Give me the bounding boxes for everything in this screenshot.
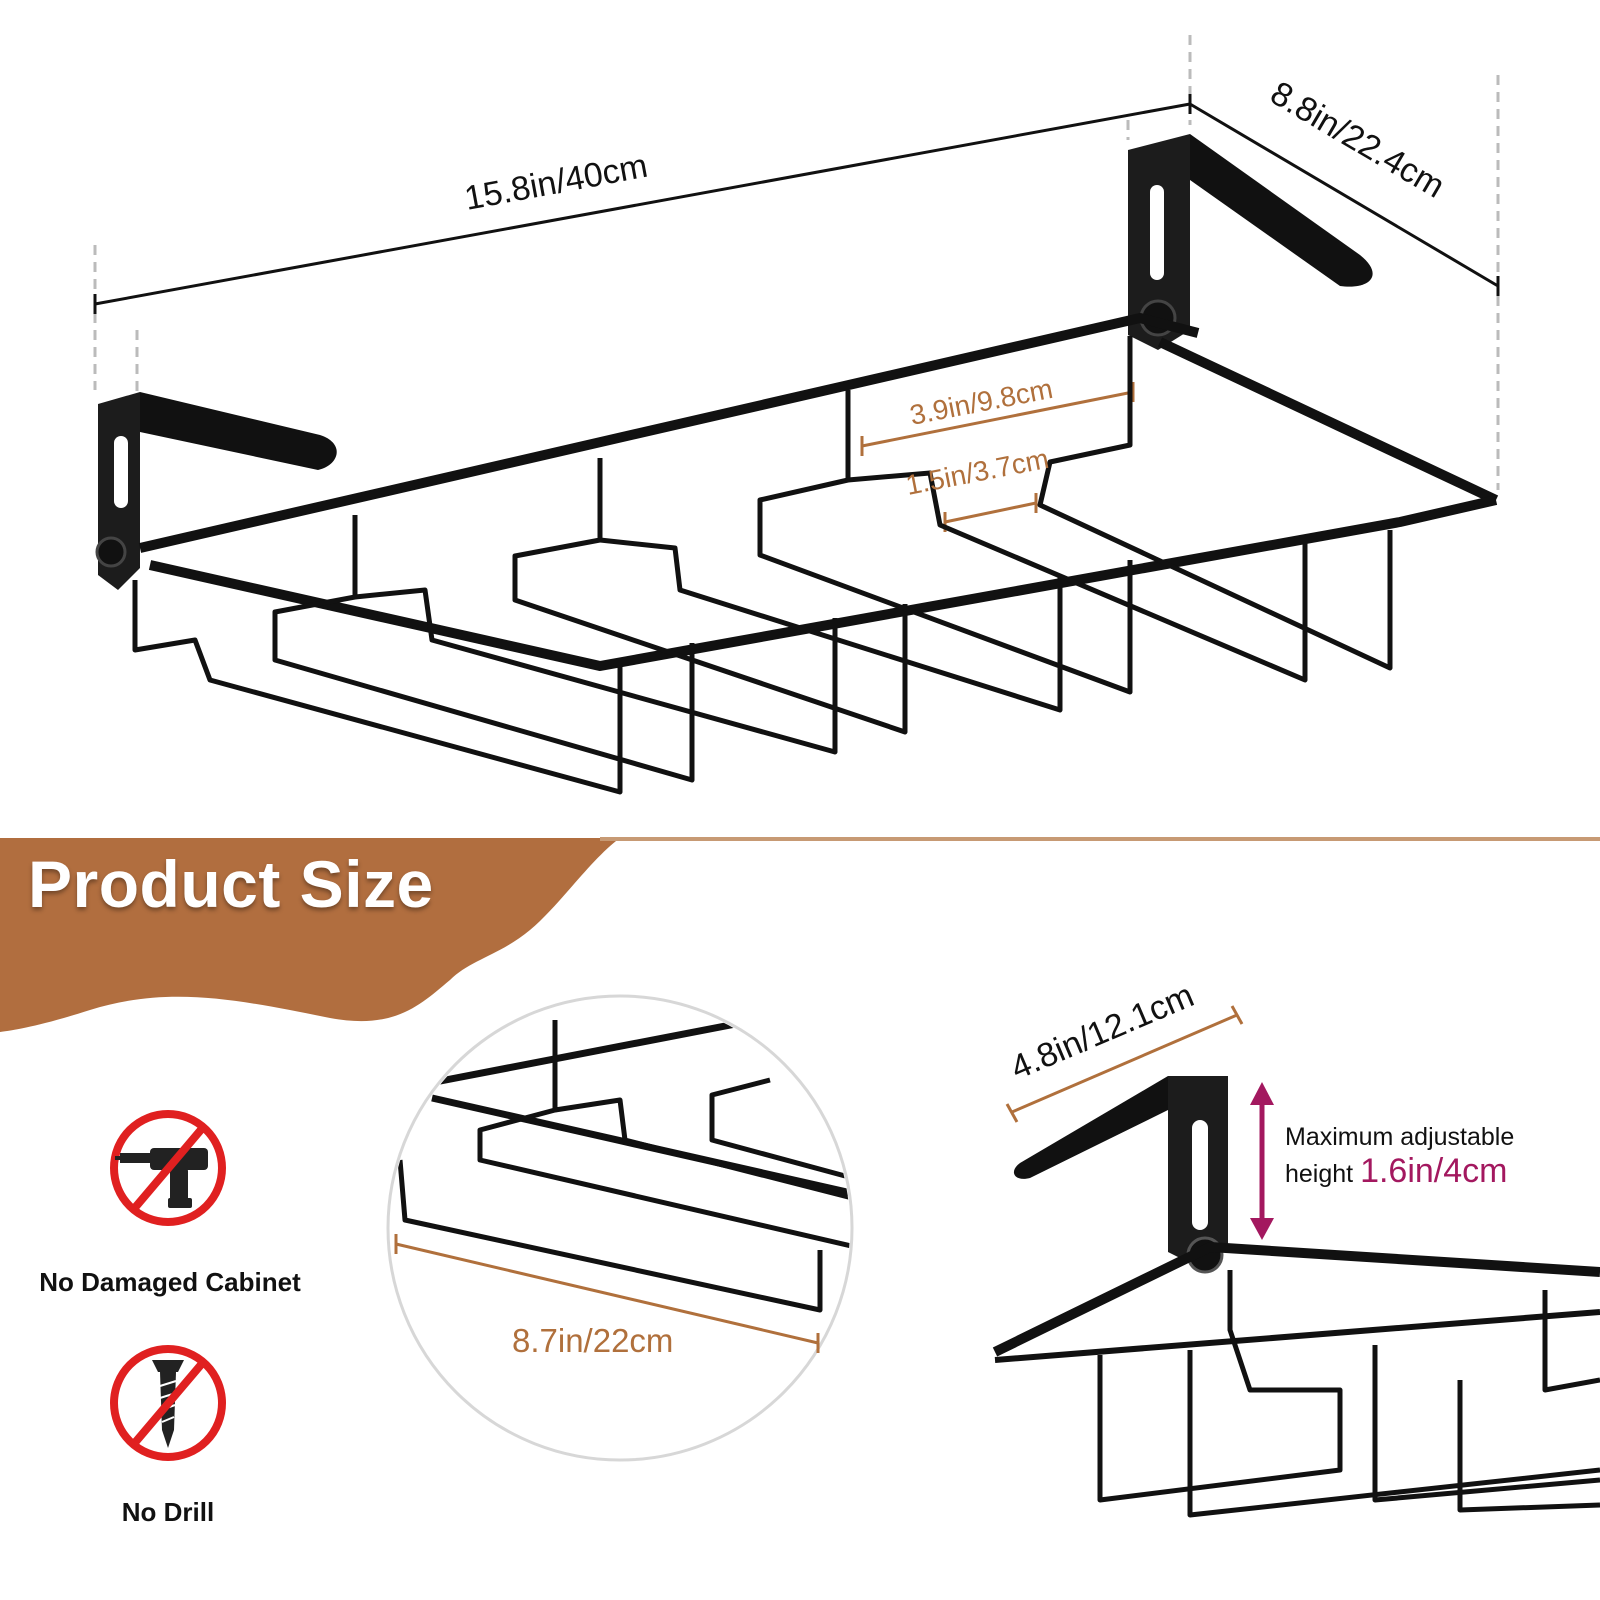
section-title: Product Size xyxy=(28,847,434,921)
adjustable-height-text: Maximum adjustable height 1.6in/4cm xyxy=(1285,1120,1514,1191)
adjustable-line1: Maximum adjustable xyxy=(1285,1123,1515,1151)
feature-label-no-damaged-cabinet: No Damaged Cabinet xyxy=(39,1267,301,1297)
feature-label-no-drill: No Drill xyxy=(121,1497,215,1527)
arm-length-dimension: 8.7in/22cm xyxy=(512,1322,673,1359)
adjustable-height-value: 1.6in/4cm xyxy=(1360,1152,1508,1190)
adjustable-line2-wrap: height 1.6in/4cm xyxy=(1285,1154,1514,1191)
no-drill-power-tool-icon xyxy=(110,1110,226,1226)
no-screw-icon xyxy=(110,1345,226,1461)
adjustable-line2: height xyxy=(1285,1160,1354,1188)
